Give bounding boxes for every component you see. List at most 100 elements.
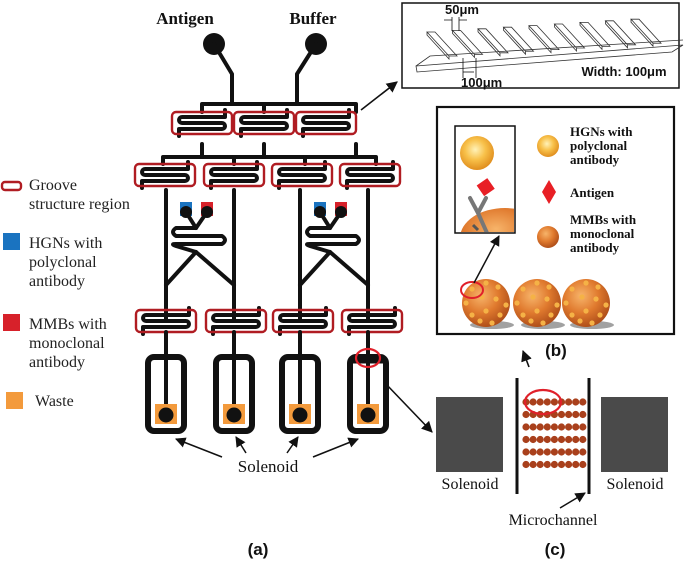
hgn-particle: [597, 312, 602, 317]
hgn-particle: [497, 312, 502, 317]
hgn-particle: [544, 296, 549, 301]
captured-bead: [537, 423, 544, 430]
mmb-bead-row: [462, 279, 614, 329]
legend-groove-line1: Groove: [29, 177, 77, 194]
hgn-closeup: [460, 136, 494, 170]
serpentine-mixer: [273, 308, 333, 334]
solenoid-arrow-4: [313, 439, 358, 457]
hgn-particle: [593, 296, 598, 301]
bead-body: [462, 279, 510, 327]
inset-pointer-arrow: [361, 82, 397, 110]
captured-bead: [565, 423, 572, 430]
serpentine-channel: [279, 162, 325, 188]
legend-hgn-swatch: [3, 233, 20, 250]
captured-bead: [572, 461, 579, 468]
panel-b-label: (b): [545, 341, 567, 360]
hgn-particle: [534, 280, 539, 285]
bead-body: [513, 279, 561, 327]
solenoid-chamber-3: [282, 332, 318, 431]
legend: Groove structure region HGNs with polycl…: [2, 177, 130, 410]
captured-bead: [572, 448, 579, 455]
b-legend-hgn-1: HGNs with: [570, 124, 633, 139]
captured-bead: [544, 461, 551, 468]
legend-mmb-line3: antibody: [29, 354, 85, 371]
hgn-particle: [569, 286, 574, 291]
y-junction: [186, 212, 207, 228]
solenoid-chamber-1: [148, 332, 184, 431]
serpentine-mixer: [272, 162, 332, 188]
hgn-particle: [548, 312, 553, 317]
b-legend-antigen: Antigen: [570, 185, 615, 200]
captured-bead: [537, 398, 544, 405]
captured-bead: [565, 461, 572, 468]
inlet-label-antigen: Antigen: [156, 9, 214, 28]
hgn-particle: [483, 308, 488, 313]
legend-hgn-line3: antibody: [29, 273, 85, 290]
captured-bead: [565, 411, 572, 418]
captured-bead: [579, 461, 586, 468]
hgn-particle: [589, 320, 594, 325]
legend-waste-line1: Waste: [35, 393, 74, 410]
reaction-unit-1: [166, 202, 234, 285]
solenoid-label: Solenoid: [238, 457, 299, 476]
hgn-particle: [503, 302, 508, 307]
hgn-particle: [477, 318, 482, 323]
microchannel-arrow: [560, 493, 585, 508]
second-mixer-row: [135, 162, 400, 188]
serpentine-channel: [303, 110, 349, 136]
legend-mmb-line2: monoclonal: [29, 335, 105, 352]
captured-bead: [565, 436, 572, 443]
captured-bead: [522, 423, 529, 430]
a-to-c-arrow: [385, 383, 432, 432]
captured-bead: [579, 436, 586, 443]
hgn-particle: [569, 312, 574, 317]
captured-bead: [572, 398, 579, 405]
hgn-legend-icon: [537, 135, 559, 157]
serpentine-channel: [280, 308, 326, 334]
serpentine-mixer: [135, 162, 195, 188]
captured-bead: [530, 436, 537, 443]
b-legend-mmb-1: MMBs with: [570, 212, 637, 227]
hgn-particle: [520, 312, 525, 317]
captured-bead: [579, 448, 586, 455]
hgn-particle: [514, 300, 519, 305]
hgn-particle: [489, 320, 494, 325]
captured-bead: [558, 423, 565, 430]
unit-split: [166, 252, 234, 285]
hgn-particle: [530, 294, 535, 299]
waste-port: [293, 408, 308, 423]
captured-bead: [537, 436, 544, 443]
hgn-particle: [540, 320, 545, 325]
hgn-particle: [493, 296, 498, 301]
c-solenoid-left-label: Solenoid: [442, 476, 499, 493]
panel-c-label: (c): [545, 540, 566, 559]
c-solenoid-right-label: Solenoid: [607, 476, 664, 493]
b-legend-hgn-3: antibody: [570, 152, 620, 167]
dim-top-label: 50μm: [445, 2, 479, 17]
captured-bead: [544, 423, 551, 430]
captured-bead: [544, 436, 551, 443]
captured-bead: [572, 423, 579, 430]
hgn-particle: [534, 308, 539, 313]
captured-bead: [551, 461, 558, 468]
legend-mmb-swatch: [3, 314, 20, 331]
serpentine-mixer: [342, 308, 402, 334]
solenoid-chamber-4: [350, 332, 386, 431]
waste-port: [361, 408, 376, 423]
legend-hgn-line2: polyclonal: [29, 254, 97, 271]
unit-serpentine: [173, 228, 225, 252]
serpentine-channel: [142, 162, 188, 188]
captured-bead: [544, 398, 551, 405]
solenoid-arrow-1: [176, 439, 222, 457]
captured-bead: [565, 398, 572, 405]
captured-bead: [551, 436, 558, 443]
captured-bead: [558, 448, 565, 455]
inlet-label-buffer: Buffer: [289, 9, 337, 28]
captured-bead: [530, 398, 537, 405]
hgn-particle: [554, 302, 559, 307]
solenoid-block-right: [601, 397, 668, 472]
legend-hgn-line1: HGNs with: [29, 235, 102, 252]
captured-bead: [551, 423, 558, 430]
captured-bead: [579, 423, 586, 430]
